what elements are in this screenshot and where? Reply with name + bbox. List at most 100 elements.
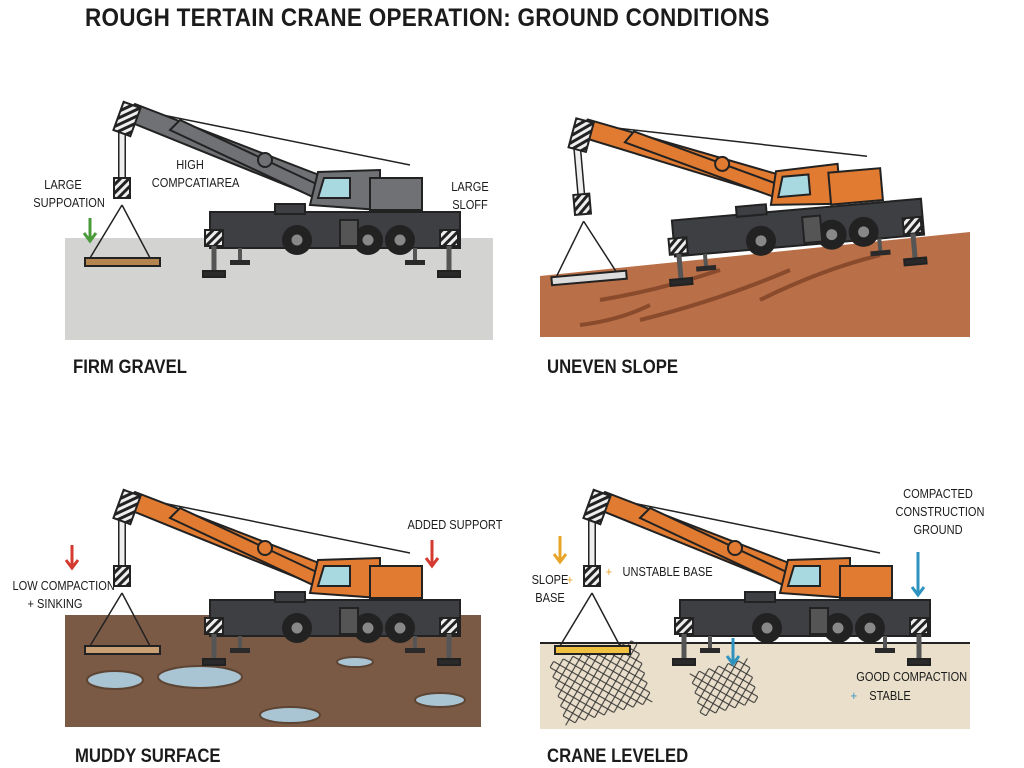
carrier-body: [679, 599, 931, 637]
wheel-hub: [831, 621, 845, 635]
outrigger-beam-left: [674, 617, 694, 635]
engine-house: [369, 177, 423, 211]
hook-block: [113, 177, 131, 199]
boom-tip: [112, 100, 142, 138]
wheel-hub: [290, 621, 304, 635]
annotation-compacted-ground: COMPACTED CONSTRUCTION GROUND: [895, 486, 985, 537]
outrigger-pad-left: [668, 276, 694, 287]
boom-pivot: [257, 540, 273, 556]
jack-pad-inner-right: [405, 260, 425, 265]
mesh-left: [548, 639, 653, 726]
cab-window: [786, 565, 821, 587]
hook-block: [572, 192, 593, 217]
rigging: [89, 592, 151, 647]
engine-house: [827, 167, 884, 206]
jack-pad-inner-right: [875, 648, 895, 653]
boom-tip: [582, 488, 612, 526]
green-down-arrow: [82, 218, 98, 244]
load-pad: [84, 645, 161, 655]
annotation-high-compaction: HIGH COMPCATIAREA: [151, 157, 240, 190]
outrigger-beam-left: [667, 236, 689, 256]
wheel-hub: [754, 234, 768, 248]
outrigger-beam-right: [439, 617, 459, 635]
jack-pad-inner-left: [230, 260, 250, 265]
annotation-stable: STABLE: [869, 688, 911, 703]
outrigger-pad-left: [202, 658, 226, 666]
wheel-hub: [857, 225, 871, 239]
wheel-hub: [361, 233, 375, 247]
crane: [84, 100, 461, 278]
hook-block: [113, 565, 131, 587]
mesh-right: [689, 658, 760, 718]
outrigger-beam-right: [439, 229, 459, 247]
outrigger-beam-left: [204, 617, 224, 635]
wheel-hub: [393, 621, 407, 635]
wheel-hub: [863, 621, 877, 635]
load-pad: [550, 269, 628, 287]
boom-pivot: [714, 155, 731, 172]
boom-cable: [127, 107, 411, 166]
jack-inner-right: [877, 238, 883, 253]
jack-pad-inner-left: [230, 648, 250, 653]
jack-pad-inner-right: [405, 648, 425, 653]
boom-cable: [581, 123, 868, 158]
page-title: ROUGH TERTAIN CRANE OPERATION: GROUND CO…: [85, 4, 770, 32]
outrigger-pad-right: [437, 658, 461, 666]
blue-down-arrow-right: [910, 552, 926, 598]
hook-block: [583, 565, 601, 587]
outrigger-pad-right: [437, 270, 461, 278]
cab-window: [316, 177, 351, 199]
carrier-top: [274, 591, 306, 603]
boom-pivot: [257, 152, 273, 168]
engine-house: [839, 565, 893, 599]
annotation-added-support: ADDED SUPPORT: [407, 517, 503, 532]
crane: [550, 117, 928, 287]
step-ladder: [809, 607, 829, 635]
boom-pivot: [727, 540, 743, 556]
engine-house: [369, 565, 423, 599]
outrigger-pad-right: [903, 256, 928, 267]
annotation-good-compaction: GOOD COMPACTION: [856, 669, 968, 684]
outrigger-beam-right: [909, 617, 929, 635]
rigging: [555, 220, 617, 278]
outrigger-pad-right: [907, 658, 931, 666]
arrows: [64, 218, 926, 667]
rigging: [559, 592, 621, 647]
load-pad: [554, 645, 631, 655]
wheel-hub: [825, 228, 839, 242]
load-pad: [84, 257, 161, 267]
boom-cable: [127, 495, 411, 554]
annotation-large-suppoation: LARGE SUPPOATION: [33, 177, 105, 210]
crane: [84, 488, 461, 666]
cab-window: [316, 565, 351, 587]
panel-label-firm-gravel: FIRM GRAVEL: [73, 357, 187, 378]
boom-tip: [112, 488, 142, 526]
jack-pad-inner-left: [700, 648, 720, 653]
outrigger-beam-right: [901, 215, 923, 236]
cab-window: [777, 173, 812, 199]
annotation-unstable-base: UNSTABLE BASE: [622, 564, 713, 579]
puddles: [86, 656, 466, 724]
jack-pad-inner-right: [870, 249, 891, 257]
step-ladder: [801, 214, 824, 245]
red-down-arrow-left: [64, 545, 80, 571]
outrigger-jack-left: [676, 253, 684, 281]
wheel-hub: [361, 621, 375, 635]
outrigger-jack-right: [910, 233, 918, 260]
wheel-hub: [393, 233, 407, 247]
plus-sign: +: [566, 572, 574, 587]
annotation-low-compaction: LOW COMPACTION + SINKING: [12, 578, 115, 611]
carrier-top: [274, 203, 306, 215]
carrier-body: [209, 599, 461, 637]
panel-label-uneven-slope: UNEVEN SLOPE: [547, 357, 679, 378]
boom-tip: [567, 117, 595, 154]
jack-pad-inner-left: [695, 264, 717, 272]
yellow-down-arrow: [552, 536, 568, 565]
wheel-hub: [760, 621, 774, 635]
boom-cable: [597, 495, 881, 554]
carrier-top: [734, 203, 768, 218]
blue-down-arrow-mid: [725, 638, 741, 667]
outrigger-pad-left: [202, 270, 226, 278]
carrier-body: [209, 211, 461, 249]
